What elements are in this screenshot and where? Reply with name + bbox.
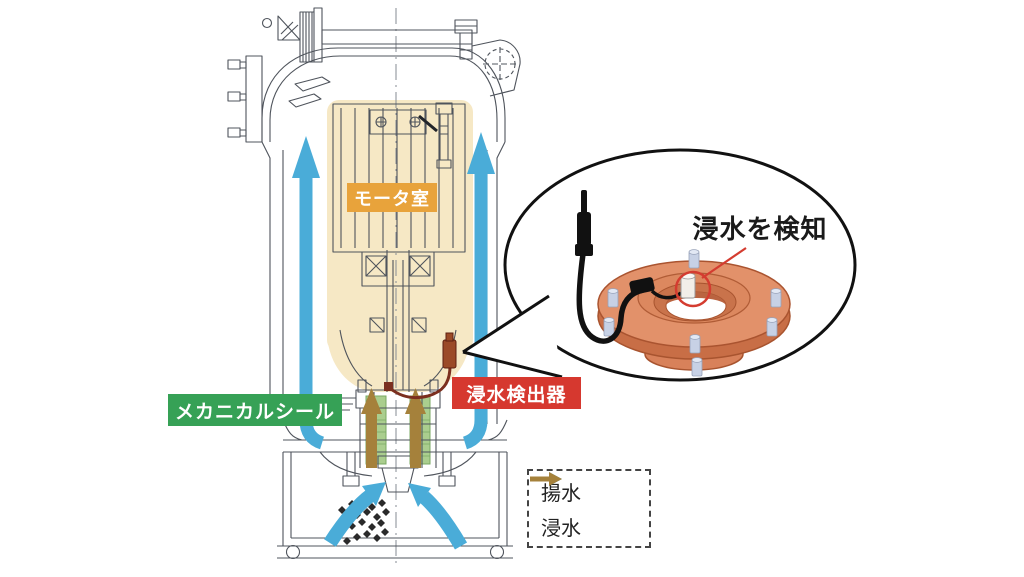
legend-label-flood-water: 浸水 — [541, 515, 581, 540]
flood-water-arrow-icon — [530, 472, 562, 486]
suction-arrowhead-right — [408, 483, 431, 507]
sensor-wire — [390, 365, 452, 400]
pumped-water-arrowhead-left — [292, 136, 320, 178]
strainer-dots — [338, 497, 390, 545]
callout-leader-line — [701, 247, 747, 279]
flood-arrowhead-left — [361, 388, 382, 414]
legend-row-flood-water: 浸水 — [530, 472, 649, 541]
legend-box: 揚水 浸水 — [527, 469, 651, 548]
flood-water-arrows — [361, 388, 426, 468]
flood-detector-label: 浸水検出器 — [452, 377, 581, 409]
detector-cable — [575, 190, 683, 344]
highlight-circle — [674, 270, 712, 308]
pumped-water-arrow-right — [462, 172, 488, 450]
pumped-water-arrowhead-right — [467, 132, 495, 174]
motor-room-label: モータ室 — [347, 183, 437, 212]
pump-line-art — [227, 7, 521, 566]
detector-part — [575, 190, 791, 377]
suction-arrow-left — [324, 489, 376, 547]
detector-bolts — [603, 249, 782, 377]
suction-arrow-right — [419, 491, 468, 550]
flood-arrowhead-right — [405, 388, 426, 414]
sensor-wire-fitting — [384, 382, 393, 391]
suction-arrowhead-left — [362, 482, 386, 506]
flood-sensor-on-pump — [384, 332, 457, 400]
legend-label-pumped-water: 揚水 — [541, 480, 581, 505]
flood-detected-callout-text: 浸水を検知 — [692, 215, 828, 245]
mechanical-seal-label: メカニカルシール — [168, 394, 342, 426]
flood-sensor-body — [442, 339, 457, 369]
flood-sensor-tip — [445, 332, 454, 342]
lifting-hook-icon — [261, 17, 273, 29]
